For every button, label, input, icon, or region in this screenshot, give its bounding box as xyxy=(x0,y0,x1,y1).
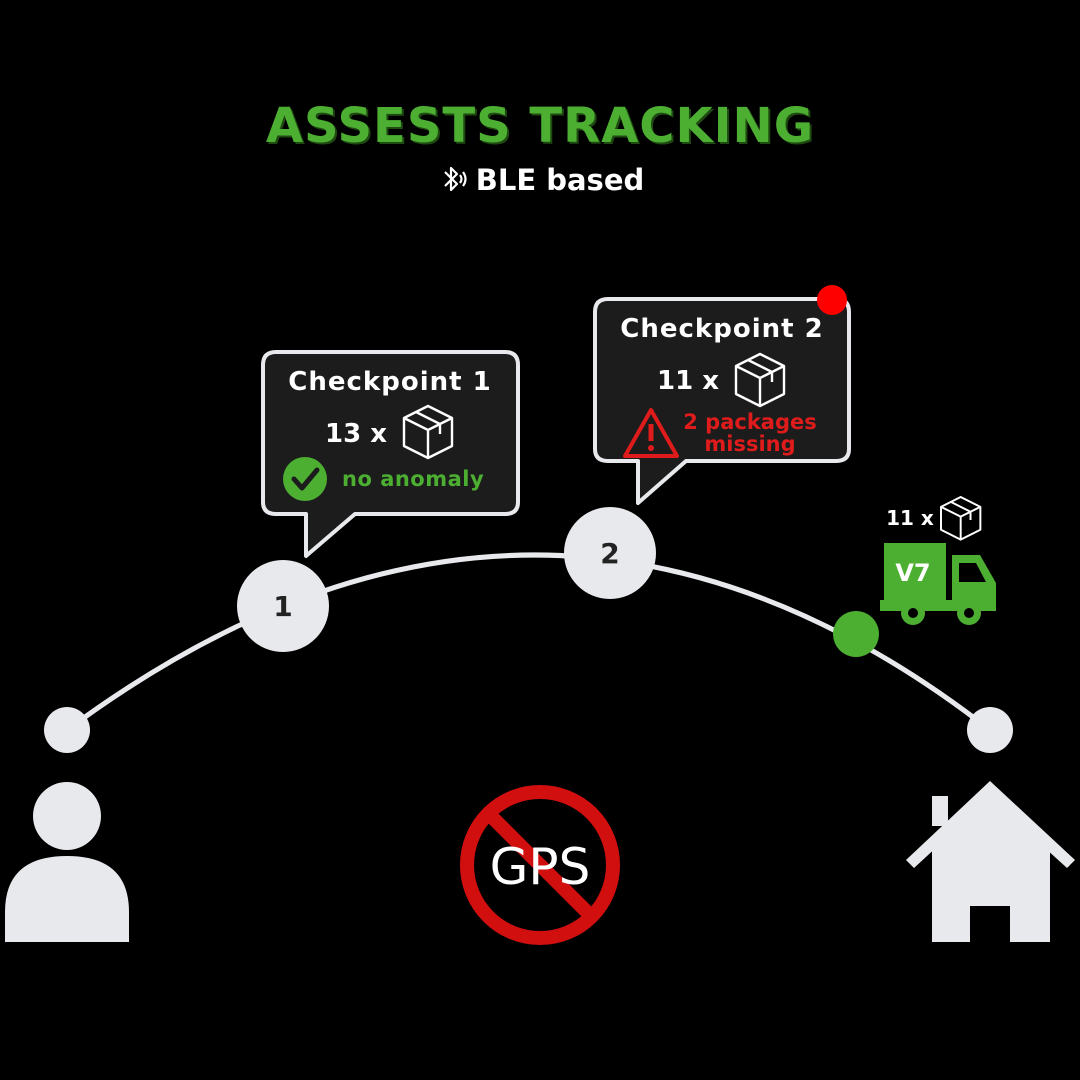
alert-dot xyxy=(817,285,847,315)
checkpoint-1-number: 1 xyxy=(273,590,292,623)
checkpoint-2-bubble[interactable]: Checkpoint 2 11 x 2 packages missing xyxy=(593,285,851,505)
checkpoint-1-count: 13 x xyxy=(325,419,387,449)
checkpoint-1-node[interactable]: 1 xyxy=(237,560,329,652)
route-start-node[interactable] xyxy=(44,707,90,753)
checkpoint-2-status-line1: 2 packages xyxy=(683,410,817,434)
vehicle-group[interactable]: 11 x V7 xyxy=(880,496,996,625)
gps-label: GPS xyxy=(490,838,591,896)
checkpoint-2-title: Checkpoint 2 xyxy=(620,314,823,344)
package-icon xyxy=(940,496,982,541)
vehicle-count: 11 x xyxy=(886,506,934,530)
subtitle-text: BLE based xyxy=(475,163,645,197)
person-icon xyxy=(5,782,129,942)
check-circle-icon xyxy=(283,457,327,501)
bluetooth-icon xyxy=(443,166,467,192)
checkpoint-2-number: 2 xyxy=(600,537,619,570)
page-subtitle: BLE based xyxy=(0,162,1080,197)
checkpoint-1-status: no anomaly xyxy=(342,467,484,491)
checkpoint-2-count: 11 x xyxy=(657,366,719,396)
vehicle-label: V7 xyxy=(895,559,930,587)
checkpoint-1-bubble[interactable]: Checkpoint 1 13 x no anomaly xyxy=(261,350,520,558)
truck-icon xyxy=(880,543,996,625)
checkpoint-1-title: Checkpoint 1 xyxy=(288,367,491,397)
checkpoint-2-status-line2: missing xyxy=(704,432,795,456)
checkpoint-2-node[interactable]: 2 xyxy=(564,507,656,599)
house-icon xyxy=(906,781,1075,942)
no-gps-icon: GPS xyxy=(460,785,620,945)
warning-icon xyxy=(623,408,679,458)
page-title: ASSESTS TRACKING xyxy=(265,98,815,154)
route-end-node[interactable] xyxy=(967,707,1013,753)
vehicle-position-node[interactable] xyxy=(833,611,879,657)
